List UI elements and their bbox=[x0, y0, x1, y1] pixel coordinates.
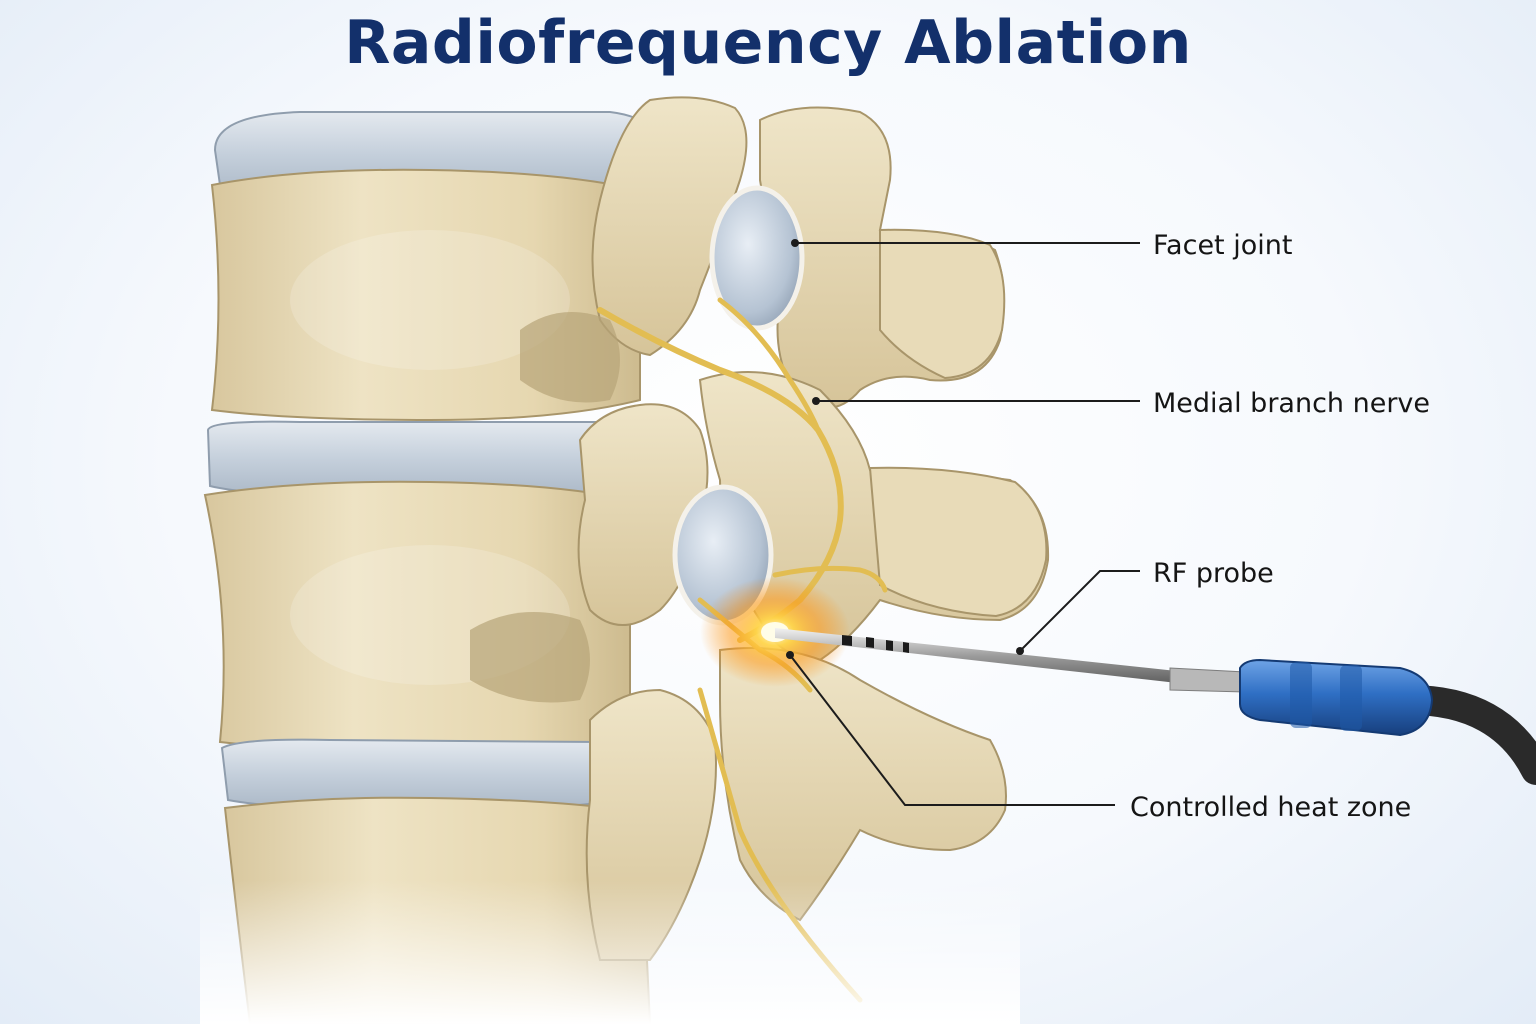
label-facet-joint: Facet joint bbox=[1153, 230, 1292, 261]
label-medial-branch-nerve: Medial branch nerve bbox=[1153, 388, 1430, 419]
transverse-process-middle bbox=[868, 466, 1048, 618]
page-title: Radiofrequency Ablation bbox=[344, 8, 1192, 78]
probe-handle bbox=[1239, 658, 1434, 737]
rf-probe-icon bbox=[775, 628, 1536, 785]
leader-heat-zone bbox=[789, 654, 1115, 806]
lamina-lower bbox=[719, 647, 1007, 922]
leader-dots bbox=[786, 239, 1024, 659]
transverse-process-upper bbox=[879, 228, 1006, 380]
leader-rf-probe bbox=[1019, 570, 1140, 652]
facet-joint-upper bbox=[709, 185, 805, 331]
callout-leaders bbox=[789, 242, 1140, 806]
label-heat-zone: Controlled heat zone bbox=[1130, 792, 1411, 823]
label-rf-probe: RF probe bbox=[1153, 558, 1274, 589]
